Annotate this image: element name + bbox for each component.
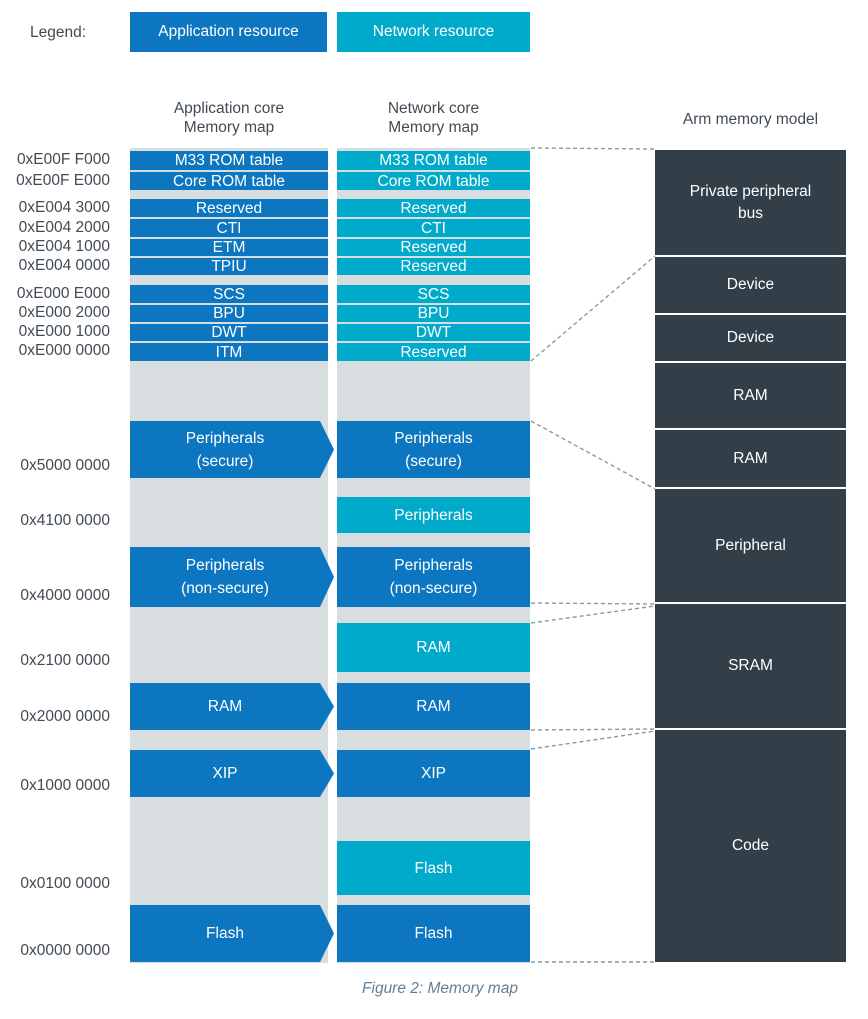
address-label: 0x4100 0000	[20, 512, 110, 529]
address-label: 0xE004 0000	[18, 257, 110, 274]
application-memory-block: ITM	[130, 343, 328, 361]
application-memory-block: RAM	[130, 683, 334, 730]
network-memory-block: XIP	[337, 750, 530, 797]
address-label: 0x0000 0000	[20, 942, 110, 959]
network-memory-block: Reserved	[337, 258, 530, 275]
network-memory-block: Flash	[337, 841, 530, 895]
network-memory-block: Peripherals (non-secure)	[337, 547, 530, 607]
address-label: 0x4000 0000	[20, 587, 110, 604]
network-memory-block: Peripherals	[337, 497, 530, 533]
address-label: 0xE000 2000	[18, 304, 110, 321]
application-memory-block: M33 ROM table	[130, 151, 328, 170]
application-memory-block: DWT	[130, 324, 328, 341]
address-label: 0xE00F F000	[16, 151, 110, 168]
address-label: 0xE004 1000	[18, 238, 110, 255]
arm-model-block: RAM	[655, 430, 846, 487]
application-memory-block: Peripherals (secure)	[130, 421, 334, 478]
network-memory-block: Flash	[337, 905, 530, 962]
application-memory-block: Flash	[130, 905, 334, 962]
connector-dashed-line	[530, 147, 656, 150]
legend-application-resource: Application resource	[130, 12, 327, 52]
address-label: 0xE000 E000	[16, 285, 110, 302]
arm-model-block: SRAM	[655, 604, 846, 728]
connector-dashed-line	[530, 420, 656, 490]
arm-model-block: Peripheral	[655, 489, 846, 602]
connector-dashed-line	[530, 728, 656, 731]
network-memory-block: SCS	[337, 285, 530, 303]
arm-model-block: RAM	[655, 363, 846, 428]
legend-label: Legend:	[30, 24, 87, 41]
application-memory-block: Reserved	[130, 199, 328, 217]
arm-model-block: Device	[655, 257, 846, 313]
connector-dashed-line	[530, 605, 656, 624]
network-memory-block: BPU	[337, 305, 530, 322]
figure-caption: Figure 2: Memory map	[362, 980, 518, 997]
address-label: 0xE004 3000	[18, 199, 110, 216]
application-memory-block: SCS	[130, 285, 328, 303]
address-label: 0x2100 0000	[20, 652, 110, 669]
arm-model-block: Code	[655, 730, 846, 962]
connector-dashed-line	[530, 255, 656, 362]
application-memory-block: Core ROM table	[130, 172, 328, 190]
address-label: 0x0100 0000	[20, 875, 110, 892]
application-memory-block: TPIU	[130, 258, 328, 275]
address-label: 0x1000 0000	[20, 777, 110, 794]
arm-model-block: Private peripheral bus	[655, 150, 846, 255]
network-core-header: Network core Memory map	[387, 100, 480, 136]
network-memory-block: Reserved	[337, 343, 530, 361]
application-memory-block: Peripherals (non-secure)	[130, 547, 334, 607]
connector-dashed-line	[530, 730, 656, 750]
application-memory-block: ETM	[130, 239, 328, 256]
address-label: 0xE004 2000	[18, 219, 110, 236]
legend-network-resource: Network resource	[337, 12, 530, 52]
network-memory-block: DWT	[337, 324, 530, 341]
network-memory-block: CTI	[337, 219, 530, 237]
application-memory-block: CTI	[130, 219, 328, 237]
network-memory-block: RAM	[337, 623, 530, 672]
address-label: 0xE000 1000	[18, 323, 110, 340]
network-memory-block: Reserved	[337, 199, 530, 217]
network-memory-block: RAM	[337, 683, 530, 730]
application-core-header: Application core Memory map	[173, 100, 285, 136]
arm-memory-model-header: Arm memory model	[682, 111, 819, 128]
address-label: 0x5000 0000	[20, 457, 110, 474]
network-memory-block: Peripherals (secure)	[337, 421, 530, 478]
address-label: 0xE00F E000	[16, 172, 110, 189]
arm-model-block: Device	[655, 315, 846, 361]
address-label: 0xE000 0000	[18, 342, 110, 359]
address-label: 0x2000 0000	[20, 708, 110, 725]
application-memory-block: BPU	[130, 305, 328, 322]
network-memory-block: Reserved	[337, 239, 530, 256]
network-memory-block: M33 ROM table	[337, 151, 530, 170]
network-memory-block: Core ROM table	[337, 172, 530, 190]
connector-dashed-line	[530, 602, 656, 605]
application-memory-block: XIP	[130, 750, 334, 797]
